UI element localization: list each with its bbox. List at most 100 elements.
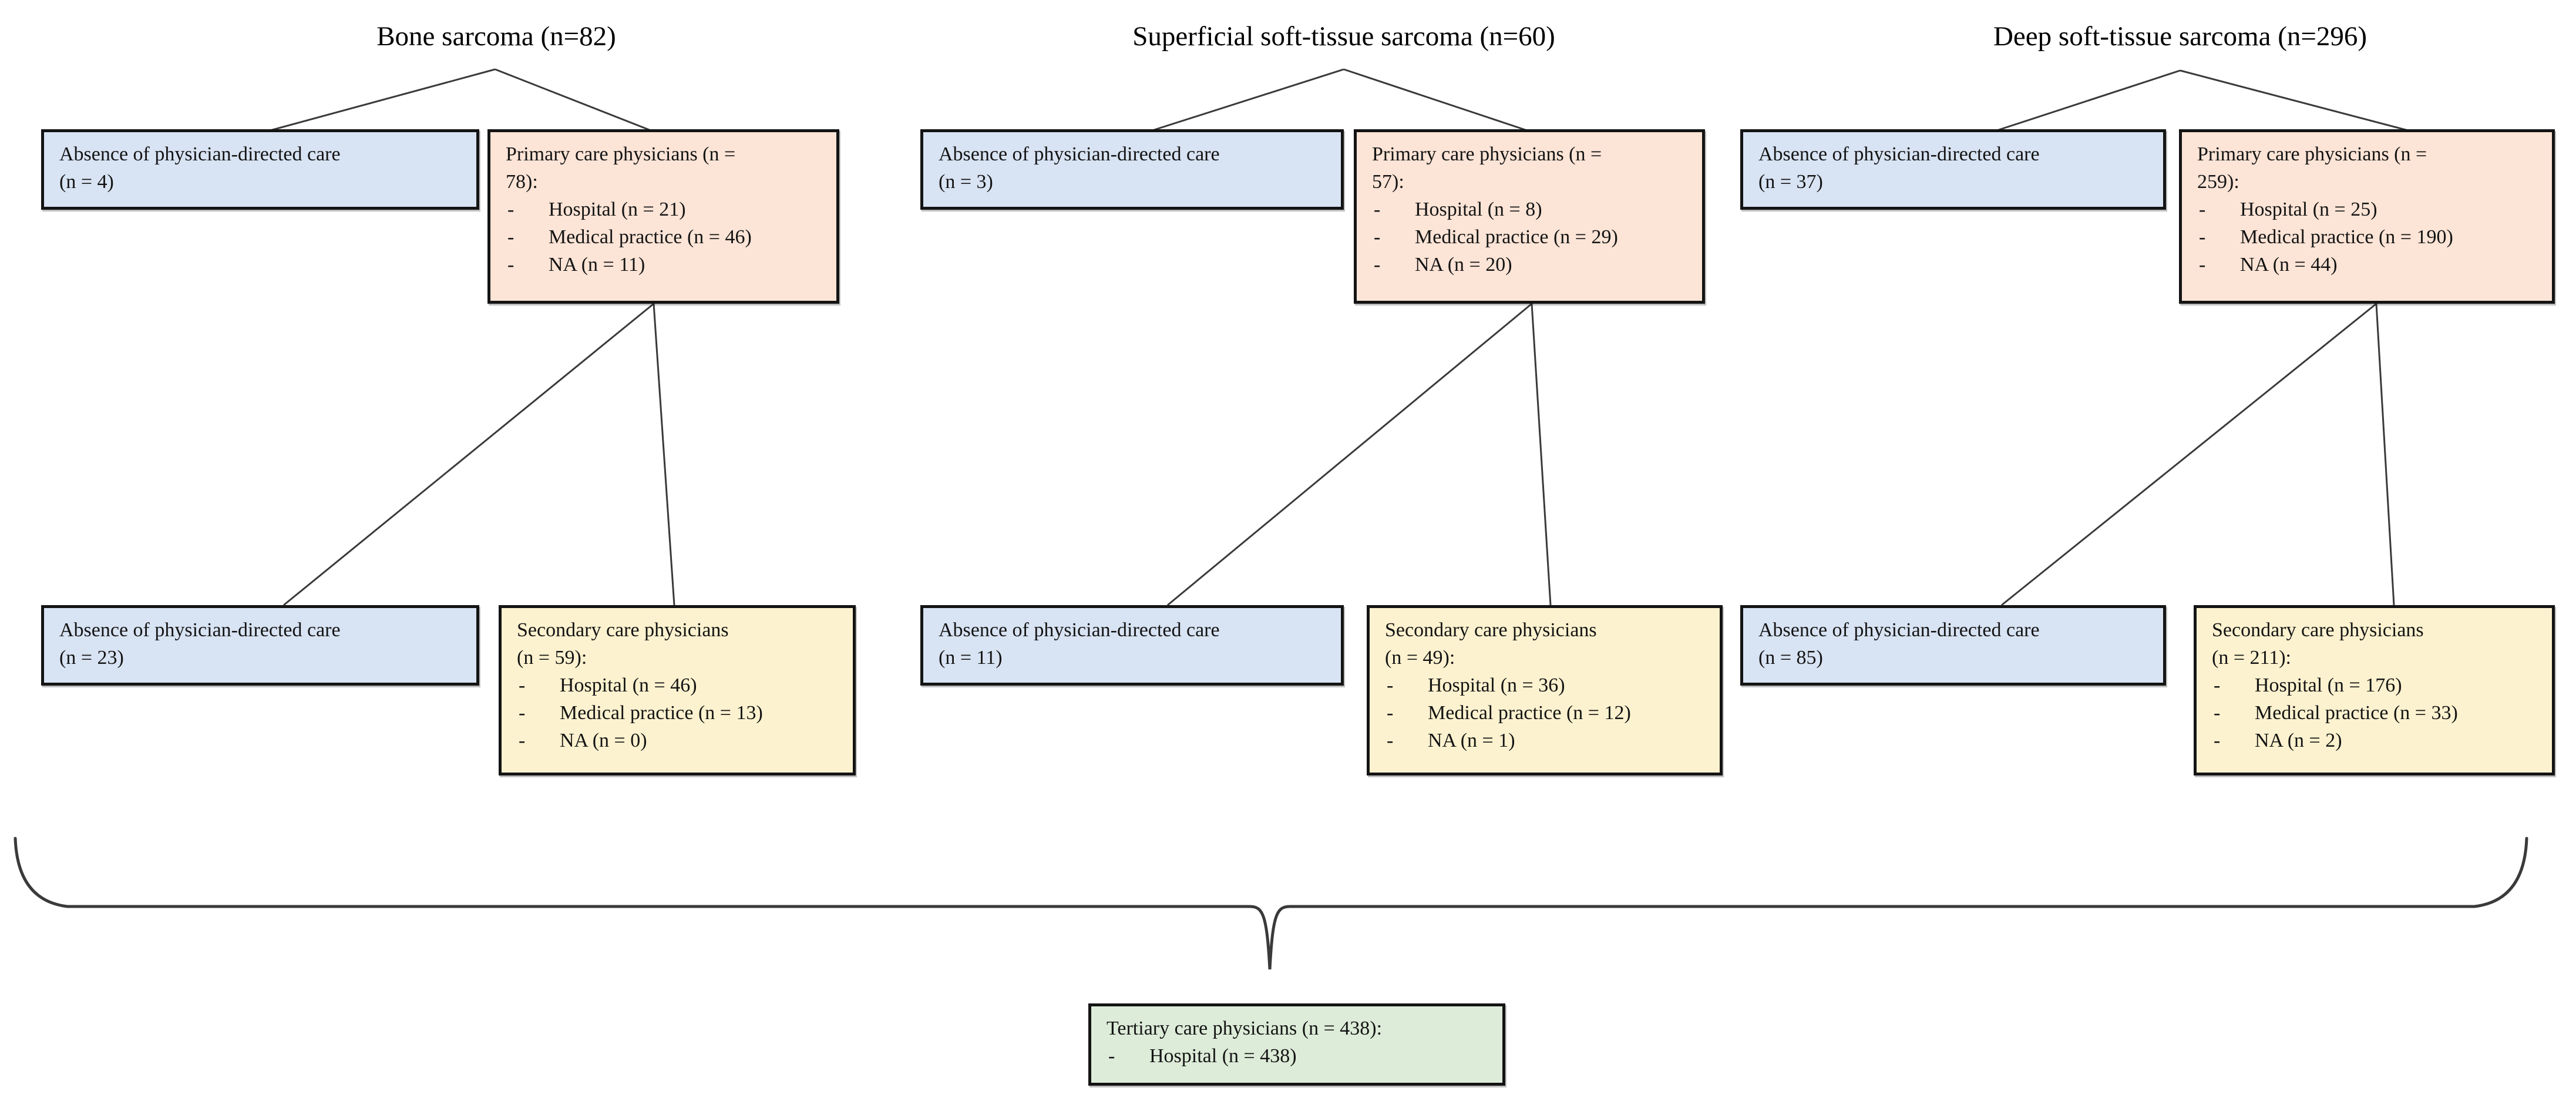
connector-primary1-to-secondary [653, 303, 675, 606]
superficial-primary-care-box: Primary care physicians (n = 57): -Hospi… [1354, 129, 1705, 304]
list-item: - NA (n = 2) [2212, 727, 2541, 754]
dash-marker: - [2199, 226, 2206, 248]
primary-header-line1: Primary care physicians (n = [1372, 143, 1602, 165]
list-item: - Hospital (n = 176) [2212, 671, 2541, 699]
connector-deep-to-primary [2180, 69, 2409, 132]
connector-bone-to-absence [270, 68, 496, 132]
list-item: - Hospital (n = 25) [2197, 196, 2541, 223]
dash-marker: - [2214, 730, 2221, 751]
secondary-header-line2: (n = 59): [517, 647, 587, 669]
dash-marker: - [1387, 730, 1394, 751]
item-text: Medical practice (n = 46) [549, 226, 752, 248]
connector-primary3-to-absence2 [2001, 303, 2377, 606]
absence-count: (n = 4) [59, 171, 114, 193]
dash-marker: - [507, 199, 514, 220]
bone-sarcoma-title: Bone sarcoma (n=82) [376, 21, 616, 52]
dash-marker: - [507, 226, 514, 248]
absence-label: Absence of physician-directed care [59, 143, 341, 165]
deep-sarcoma-title: Deep soft-tissue sarcoma (n=296) [1993, 21, 2367, 52]
primary-header-line2: 78): [506, 171, 538, 193]
superficial-absence-row2-box: Absence of physician-directed care (n = … [920, 605, 1344, 686]
dash-marker: - [1387, 674, 1394, 696]
absence-label: Absence of physician-directed care [1758, 143, 2040, 165]
superficial-absence-row1-box: Absence of physician-directed care (n = … [920, 129, 1344, 210]
list-item: - NA (n = 0) [517, 727, 842, 754]
item-text: NA (n = 0) [560, 730, 647, 751]
list-item: - Medical practice (n = 29) [1372, 223, 1691, 251]
connector-primary3-to-secondary [2375, 303, 2395, 606]
secondary-header-line2: (n = 211): [2212, 647, 2292, 669]
secondary-header-line1: Secondary care physicians [2212, 619, 2424, 641]
dash-marker: - [2199, 254, 2206, 276]
list-item: - NA (n = 44) [2197, 251, 2541, 278]
connector-primary2-to-absence2 [1167, 303, 1532, 606]
absence-label: Absence of physician-directed care [939, 619, 1220, 641]
bone-absence-row1-box: Absence of physician-directed care (n = … [41, 129, 479, 210]
list-item: - NA (n = 11) [506, 251, 826, 278]
connector-deep-to-absence [1996, 69, 2181, 132]
connector-primary1-to-absence2 [283, 303, 654, 606]
item-text: Hospital (n = 46) [560, 674, 697, 696]
tertiary-header: Tertiary care physicians (n = 438): [1107, 1018, 1383, 1039]
item-text: NA (n = 44) [2240, 254, 2338, 276]
dash-marker: - [519, 730, 526, 751]
item-text: NA (n = 2) [2255, 730, 2342, 751]
superficial-sarcoma-title: Superficial soft-tissue sarcoma (n=60) [1132, 21, 1555, 52]
list-item: - Hospital (n = 21) [506, 196, 826, 223]
list-item: - Medical practice (n = 46) [506, 223, 826, 251]
primary-header-line1: Primary care physicians (n = [2197, 143, 2427, 165]
item-text: Hospital (n = 21) [549, 199, 686, 220]
absence-count: (n = 85) [1758, 647, 1823, 669]
absence-count: (n = 37) [1758, 171, 1823, 193]
dash-marker: - [2214, 674, 2221, 696]
item-text: NA (n = 11) [549, 254, 645, 276]
connector-superficial-to-primary [1343, 68, 1528, 132]
item-text: Hospital (n = 438) [1149, 1045, 1297, 1067]
bone-absence-row2-box: Absence of physician-directed care (n = … [41, 605, 479, 686]
bone-primary-care-box: Primary care physicians (n = 78): - Hospi… [487, 129, 839, 304]
dash-marker: - [519, 702, 526, 724]
absence-label: Absence of physician-directed care [939, 143, 1220, 165]
dash-marker: - [1374, 254, 1381, 276]
list-item: - Hospital (n = 438) [1107, 1042, 1492, 1070]
list-item: -Medical practice (n = 33) [2212, 699, 2541, 727]
primary-header-line2: 57): [1372, 171, 1404, 193]
item-text: Hospital (n = 36) [1428, 674, 1565, 696]
item-text: NA (n = 20) [1415, 254, 1512, 276]
primary-header-line1: Primary care physicians (n = [506, 143, 736, 165]
item-text: Hospital (n = 8) [1415, 199, 1542, 220]
tertiary-care-box: Tertiary care physicians (n = 438): - Hos… [1088, 1003, 1505, 1086]
connector-primary2-to-secondary [1531, 303, 1552, 606]
item-text: Medical practice (n = 12) [1428, 702, 1631, 724]
deep-primary-care-box: Primary care physicians (n = 259): - Hosp… [2179, 129, 2555, 304]
deep-absence-row1-box: Absence of physician-directed care (n = … [1740, 129, 2166, 210]
dash-marker: - [1374, 226, 1381, 248]
absence-count: (n = 23) [59, 647, 124, 669]
list-item: -Hospital (n = 8) [1372, 196, 1691, 223]
bone-secondary-care-box: Secondary care physicians (n = 59): - Hos… [499, 605, 856, 775]
item-text: Hospital (n = 176) [2255, 674, 2402, 696]
item-text: Medical practice (n = 29) [1415, 226, 1618, 248]
absence-label: Absence of physician-directed care [1758, 619, 2040, 641]
dash-marker: - [2199, 199, 2206, 220]
absence-count: (n = 3) [939, 171, 993, 193]
item-text: Hospital (n = 25) [2240, 199, 2377, 220]
primary-header-line2: 259): [2197, 171, 2239, 193]
secondary-header-line1: Secondary care physicians [517, 619, 729, 641]
list-item: -Medical practice (n = 12) [1385, 699, 1709, 727]
superficial-secondary-care-box: Secondary care physicians (n = 49): -Hos… [1367, 605, 1723, 775]
deep-absence-row2-box: Absence of physician-directed care (n = … [1740, 605, 2166, 686]
list-item: -NA (n = 1) [1385, 727, 1709, 754]
dash-marker: - [519, 674, 526, 696]
dash-marker: - [1108, 1045, 1115, 1067]
dash-marker: - [507, 254, 514, 276]
connector-bone-to-primary [495, 68, 651, 132]
curly-brace [14, 837, 2528, 970]
deep-secondary-care-box: Secondary care physicians (n = 211): - Ho… [2194, 605, 2555, 775]
item-text: Medical practice (n = 33) [2255, 702, 2458, 724]
list-item: -Medical practice (n = 13) [517, 699, 842, 727]
list-item: - Hospital (n = 36) [1385, 671, 1709, 699]
secondary-header-line1: Secondary care physicians [1385, 619, 1597, 641]
